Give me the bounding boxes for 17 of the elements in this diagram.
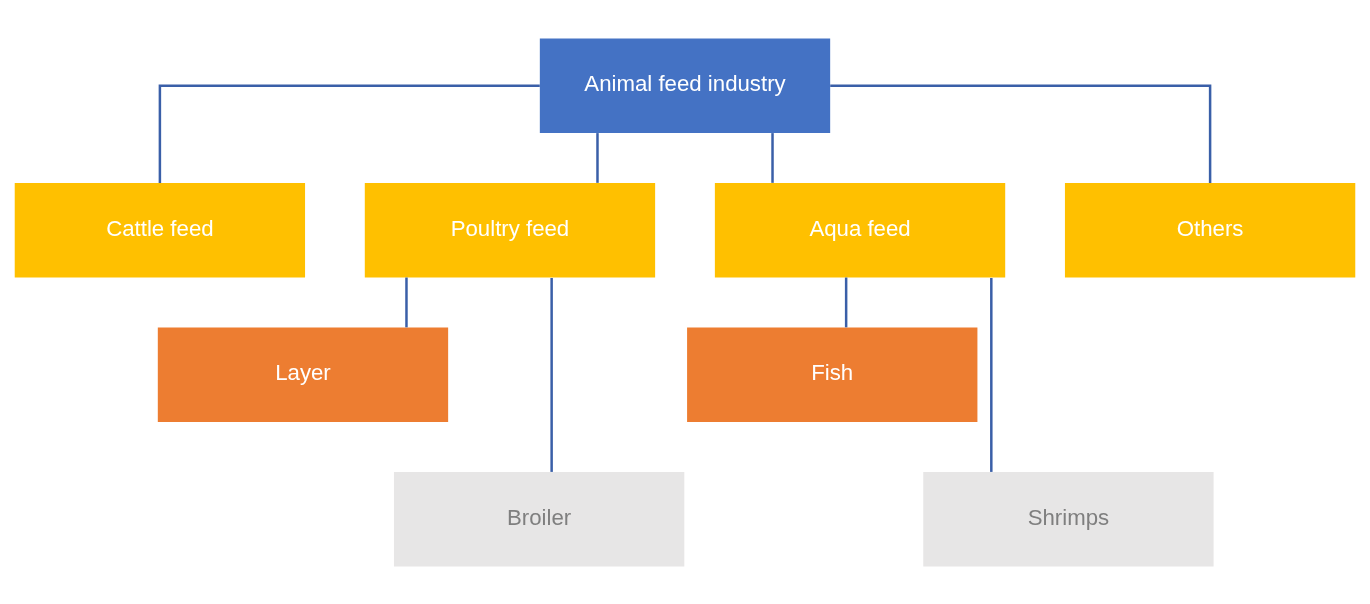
node-box: Aqua feed (714, 182, 1006, 277)
node-box: Shrimps (923, 471, 1214, 566)
connector (830, 84, 1212, 183)
connector (405, 277, 408, 327)
connector (550, 277, 553, 472)
connector (990, 277, 993, 472)
connector (158, 84, 540, 183)
node-box: Fish (687, 327, 978, 422)
node-box: Animal feed industry (539, 38, 831, 133)
connector (844, 277, 848, 327)
connector (596, 132, 599, 183)
node-box: Others (1064, 182, 1356, 277)
node-box: Broiler (393, 471, 685, 566)
node-box: Cattle feed (14, 182, 306, 277)
node-box: Poultry feed (364, 182, 656, 277)
node-box: Layer (157, 327, 449, 422)
connector (771, 132, 774, 183)
